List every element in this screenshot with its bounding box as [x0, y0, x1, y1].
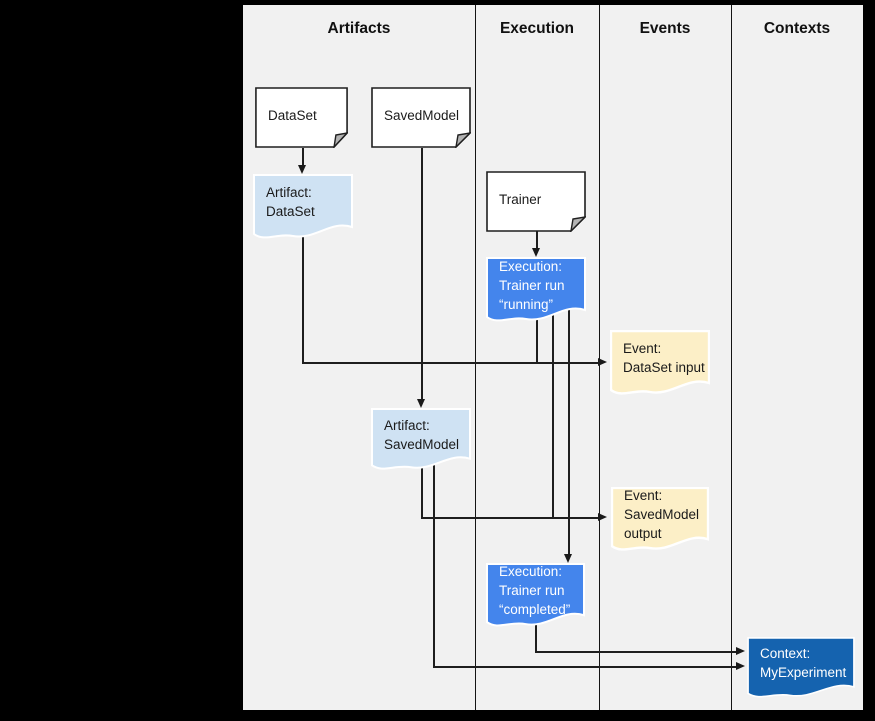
- node-label: SavedModel: [384, 108, 460, 123]
- edge-to-event-dataset-input: [302, 362, 598, 364]
- node-event-savedmodel-output: Event: SavedModel output: [611, 487, 709, 554]
- arrowhead-right-icon: [598, 357, 607, 366]
- document-shape-icon: [610, 330, 710, 398]
- arrowhead-right-icon: [736, 646, 745, 655]
- node-label: Artifact: DataSet: [266, 185, 315, 219]
- edge-completed-to-context: [535, 651, 736, 653]
- node-label: Trainer: [499, 192, 542, 207]
- arrowhead-down-icon: [563, 554, 572, 563]
- mlmd-flow-diagram: Artifacts Execution Events Contexts: [243, 5, 863, 710]
- lane-divider-artifacts-execution: [475, 5, 477, 710]
- edge-layer: [243, 5, 863, 710]
- arrowhead-right-icon: [598, 512, 607, 521]
- node-artifact-savedmodel: Artifact: SavedModel: [371, 408, 471, 473]
- arrowhead-down-icon: [416, 399, 425, 408]
- edge-artifact-dataset-down: [302, 223, 304, 362]
- edge-artifact-to-context: [433, 666, 736, 668]
- node-label: DataSet: [268, 108, 317, 123]
- document-shape-icon: [253, 174, 353, 242]
- node-label: Event: SavedModel output: [624, 488, 700, 541]
- document-shape-icon: [747, 637, 855, 701]
- column-header-contexts: Contexts: [763, 20, 831, 37]
- node-artifact-dataset: Artifact: DataSet: [253, 174, 353, 242]
- node-context-myexperiment: Context: MyExperiment: [747, 637, 855, 701]
- node-layer: DataSet SavedModel Trainer: [243, 5, 863, 710]
- edge-artifact-savedmodel-down-1: [421, 433, 423, 517]
- edge-completed-down: [535, 603, 537, 651]
- arrowhead-right-icon: [736, 661, 745, 670]
- note-shape-icon: [255, 87, 348, 148]
- edge-execution-running-down-1: [536, 283, 538, 362]
- node-label: Event: DataSet input: [623, 341, 705, 375]
- arrowhead-down-icon: [531, 248, 540, 257]
- document-shape-icon: [611, 487, 709, 554]
- arrowhead-down-icon: [297, 165, 306, 174]
- document-shape-icon: [486, 257, 586, 325]
- column-header-events: Events: [639, 20, 691, 37]
- edge-execution-running-down-2: [552, 283, 554, 517]
- node-event-dataset-input: Event: DataSet input: [610, 330, 710, 398]
- note-shape-icon: [371, 87, 471, 148]
- node-dataset: DataSet: [255, 87, 348, 148]
- edge-to-event-savedmodel-output: [421, 517, 598, 519]
- node-label: Execution: Trainer run “running”: [499, 258, 565, 312]
- edge-artifact-savedmodel-down-2: [433, 433, 435, 666]
- edge-trainer-to-execution-running: [536, 227, 538, 248]
- note-shape-icon: [486, 171, 586, 232]
- node-execution-running: Execution: Trainer run “running”: [486, 257, 586, 325]
- column-header-artifacts: Artifacts: [327, 20, 391, 37]
- node-trainer: Trainer: [486, 171, 586, 232]
- edge-dataset-to-artifact: [302, 148, 304, 165]
- edge-savedmodel-to-artifact: [421, 148, 423, 399]
- document-shape-icon: [371, 408, 471, 473]
- column-header-execution: Execution: [499, 20, 575, 37]
- lane-divider-events-contexts: [731, 5, 733, 710]
- node-savedmodel: SavedModel: [371, 87, 471, 148]
- node-label: Context: MyExperiment: [760, 646, 847, 680]
- node-label: Artifact: SavedModel: [384, 417, 460, 452]
- node-execution-completed: Execution: Trainer run “completed”: [486, 563, 585, 630]
- edge-running-to-completed: [568, 283, 570, 554]
- node-label: Execution: Trainer run “completed”: [499, 564, 571, 617]
- document-shape-icon: [486, 563, 585, 630]
